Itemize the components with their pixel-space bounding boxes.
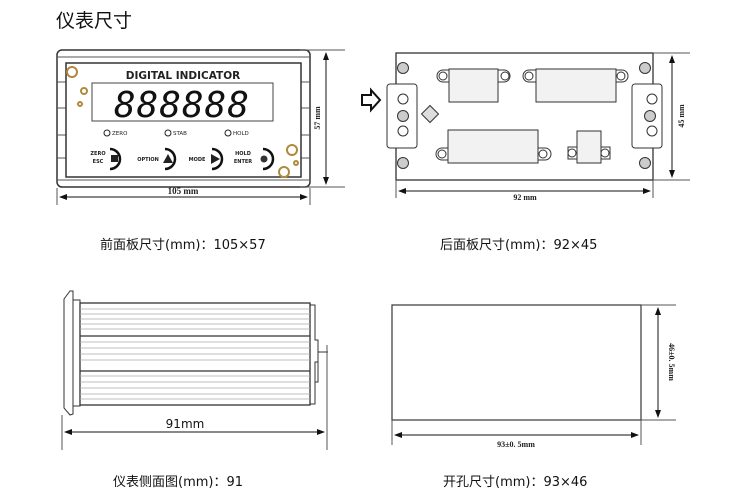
led-hold-icon: [224, 129, 232, 137]
led-zero-icon: [103, 129, 111, 137]
page-title: 仪表尺寸: [56, 10, 133, 32]
triangle-right-icon: [211, 154, 220, 164]
front-panel-caption: 前面板尺寸(mm)：105×57: [100, 238, 266, 253]
circle-icon: [260, 155, 268, 163]
key-label-option: OPTION: [137, 157, 159, 163]
cutout-height-label: 46±0. 5mm: [667, 343, 676, 381]
led-label-zero: ZERO: [112, 131, 128, 137]
hold-enter-button[interactable]: [260, 147, 275, 171]
key-label-enter: ENTER: [234, 159, 252, 165]
rear-width-label: 92 mm: [513, 193, 537, 202]
mode-button[interactable]: [211, 147, 224, 171]
option-button[interactable]: [163, 147, 177, 171]
zero-esc-button[interactable]: [109, 147, 122, 171]
terminal-block-3: [435, 129, 552, 164]
terminal-block-1: [436, 68, 511, 103]
key-label-zero: ZERO: [90, 151, 105, 157]
led-label-stab: STAB: [173, 131, 187, 137]
side-view-drawing: 91mm: [61, 290, 328, 450]
brand-label: DIGITAL INDICATOR: [126, 70, 240, 82]
cutout-drawing: 46±0. 5mm 93±0. 5mm: [391, 304, 676, 449]
square-icon: [111, 155, 118, 162]
rear-panel-caption: 后面板尺寸(mm)：92×45: [440, 238, 598, 253]
cutout-caption: 开孔尺寸(mm)：93×46: [443, 475, 588, 490]
cutout-width-label: 93±0. 5mm: [497, 440, 535, 449]
potentiometer-icon: [420, 104, 440, 124]
led-stab-icon: [164, 129, 172, 137]
rear-panel-drawing: 92 mm 45 mm: [361, 52, 690, 202]
gear-decoration-icon: [66, 66, 299, 178]
screw-icons: [397, 62, 658, 169]
front-width-label: 105 mm: [168, 186, 199, 196]
front-panel-drawing: DIGITAL INDICATOR 888888 ZERO STAB HOLD …: [56, 49, 345, 205]
key-label-hold: HOLD: [235, 151, 251, 157]
arrow-right-icon: [361, 87, 382, 113]
seven-segment-display: 888888: [114, 85, 250, 126]
terminal-block-2: [522, 68, 629, 103]
led-label-hold: HOLD: [233, 131, 249, 137]
side-view-caption: 仪表侧面图(mm)：91: [113, 475, 244, 490]
side-length-label: 91mm: [166, 417, 205, 431]
front-height-label: 57 mm: [313, 106, 322, 130]
key-label-esc: ESC: [93, 159, 104, 165]
key-label-mode: MODE: [189, 157, 206, 163]
terminal-block-4: [567, 130, 611, 164]
triangle-up-icon: [163, 154, 173, 163]
rear-height-label: 45 mm: [677, 104, 686, 128]
